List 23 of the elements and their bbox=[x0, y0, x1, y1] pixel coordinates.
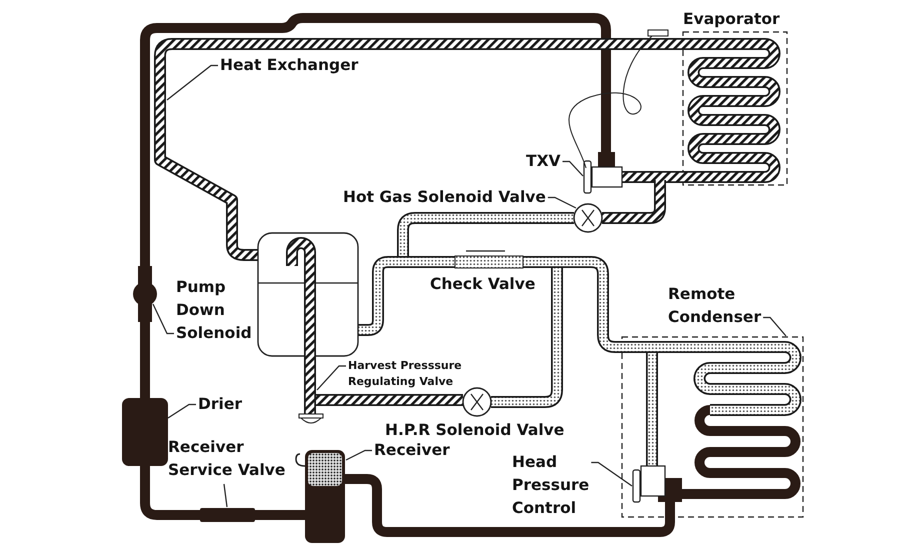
component-label: Receiver Service Valve bbox=[168, 436, 298, 482]
component-label: Check Valve bbox=[430, 274, 536, 295]
component-label: Harvest Presssure Regulating Valve bbox=[348, 358, 473, 390]
component-label: Drier bbox=[198, 393, 242, 416]
leader-line bbox=[316, 365, 346, 390]
component-label: Receiver bbox=[374, 439, 450, 462]
component-label: Evaporator bbox=[683, 9, 780, 30]
leader-line bbox=[346, 450, 372, 461]
leader-line bbox=[548, 196, 576, 209]
leader-line bbox=[168, 404, 196, 418]
leader-line bbox=[562, 160, 584, 176]
component-label: Head Pressure Control bbox=[512, 451, 590, 520]
component-label: Remote Condenser bbox=[668, 283, 762, 329]
component-label: Hot Gas Solenoid Valve bbox=[343, 186, 546, 209]
leader-line bbox=[223, 484, 228, 508]
component-label: H.P.R Solenoid Valve bbox=[385, 420, 564, 441]
leader-line bbox=[591, 462, 632, 486]
component-label: Heat Exchanger bbox=[220, 54, 358, 77]
leader-line bbox=[152, 304, 174, 334]
component-label: Pump Down Solenoid bbox=[176, 276, 252, 345]
component-label: TXV bbox=[526, 150, 561, 173]
leader-line bbox=[763, 316, 786, 336]
leader-line bbox=[166, 64, 218, 100]
